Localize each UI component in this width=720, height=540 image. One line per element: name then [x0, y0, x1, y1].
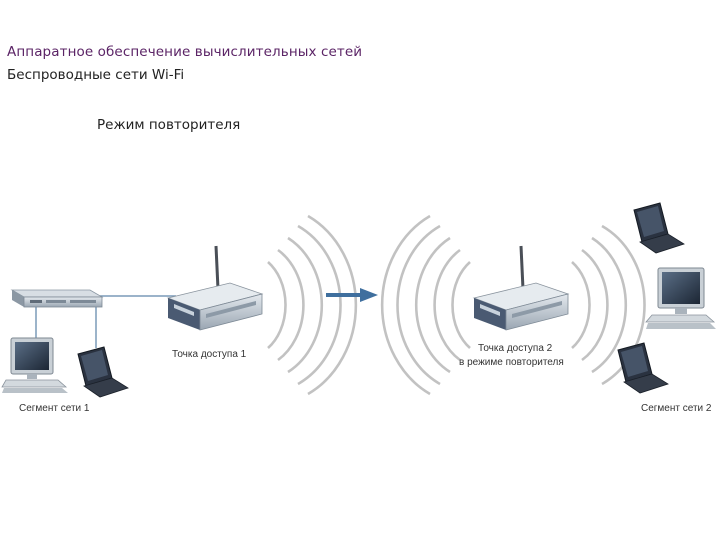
network-switch-icon [10, 289, 104, 308]
transmission-arrow-icon [326, 288, 378, 302]
laptop-icon [617, 342, 669, 394]
slide-title: Аппаратное обеспечение вычислительных се… [7, 44, 363, 60]
laptop-icon [77, 346, 129, 398]
laptop-icon [633, 202, 685, 254]
desktop-computer-icon [1, 337, 68, 393]
access-point-2-icon [472, 245, 570, 331]
wireless-waves-ap2 [380, 214, 646, 396]
access-point-1-icon [166, 245, 264, 331]
diagram-caption: Режим повторителя [97, 117, 241, 133]
wireless-waves-ap1 [267, 214, 358, 396]
ap2-mode-label: в режиме повторителя [459, 357, 564, 368]
cable-lines [35, 295, 176, 348]
segment-2-label: Сегмент сети 2 [641, 403, 712, 414]
ap2-label: Точка доступа 2 [478, 343, 553, 354]
segment-1-label: Сегмент сети 1 [19, 403, 90, 414]
slide-subtitle: Беспроводные сети Wi-Fi [7, 67, 185, 83]
desktop-computer-icon [645, 267, 716, 329]
ap1-label: Точка доступа 1 [172, 349, 247, 360]
